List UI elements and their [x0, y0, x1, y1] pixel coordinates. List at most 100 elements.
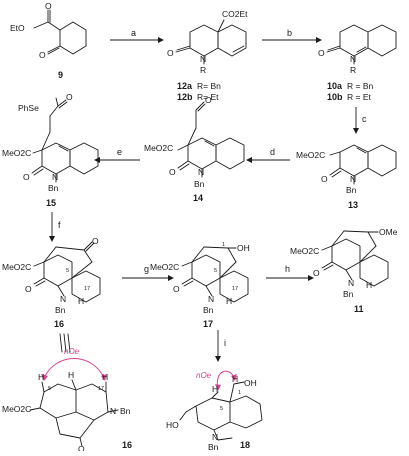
compound-17: OH 1 MeO2C O N Bn H 5 17 17 [150, 242, 250, 329]
c16b-locant-17: 17 [98, 386, 104, 392]
c16b-label-n: N [110, 406, 116, 416]
c9-label-eto: EtO [10, 23, 25, 33]
c18-number: 18 [240, 440, 250, 450]
c17-label-o: O [173, 284, 180, 294]
c16-label-h: H [78, 296, 84, 306]
c11-label-h: H [366, 280, 372, 290]
c18-label-h-b: H [232, 374, 238, 384]
c16-label-o: O [25, 284, 32, 294]
step-b: b [287, 28, 292, 38]
c16b-label-h-b: H [102, 372, 108, 382]
c17-locant-5: 5 [214, 268, 217, 274]
c18-label-bn: Bn [208, 442, 219, 451]
step-a: a [131, 28, 136, 38]
step-i: i [224, 338, 226, 348]
c14-label-o-aldehyde: O [205, 95, 212, 105]
c10-r-b: R = Et [347, 92, 371, 102]
c16b-noe-label: nOe [64, 347, 80, 356]
equivalence-sign [59, 333, 71, 353]
c10-r-a: R = Bn [347, 81, 373, 91]
c17-locant-1: 1 [222, 242, 225, 248]
c12-label-n: N [200, 54, 206, 64]
c11-label-n: N [348, 278, 354, 288]
compound-18: nOe H H OH 1 5 HO N Bn 18 [166, 370, 263, 452]
c17-locant-17: 17 [232, 286, 238, 292]
c18-locant-5: 5 [220, 406, 223, 412]
compound-14: O MeO2C O N Bn 14 [144, 95, 245, 203]
compound-9: O EtO O 9 [10, 1, 87, 80]
compound-16: O MeO2C O N Bn H 5 17 16 [2, 236, 101, 329]
c16b-number: 16 [122, 440, 132, 450]
c12-r-b: R= Et [197, 92, 219, 102]
step-e: e [117, 147, 122, 157]
c12-label-co2et: CO2Et [222, 9, 248, 19]
c15-label-phse: PhSe [18, 103, 39, 113]
compound-11: OMe MeO2C O N Bn H 11 [290, 227, 398, 314]
c15-label-n: N [52, 172, 58, 182]
c16-locant-5: 5 [66, 268, 69, 274]
c13-label-o: O [321, 174, 328, 184]
c12-r-a: R= Bn [197, 81, 221, 91]
c16-label-n: N [60, 294, 66, 304]
c14-label-n: N [198, 167, 204, 177]
c18-label-h-a: H [212, 384, 218, 394]
c13-label-bn: Bn [346, 185, 357, 195]
c17-label-oh: OH [237, 243, 250, 253]
c12-label-r: R [200, 65, 206, 75]
compound-13: MeO2C O N Bn 13 [296, 144, 397, 210]
c10-number-a: 10a [327, 81, 343, 91]
c16-label-bn: Bn [55, 305, 66, 315]
c17-number: 17 [203, 319, 213, 329]
c12-number-b: 12b [177, 92, 193, 102]
step-c: c [362, 114, 367, 124]
c17-label-bn: Bn [203, 305, 214, 315]
c14-number: 14 [193, 193, 203, 203]
c16-number: 16 [54, 319, 64, 329]
c11-label-ome: OMe [379, 227, 398, 237]
c14-label-meo2c: MeO2C [144, 143, 173, 153]
c10-number-b: 10b [327, 92, 343, 102]
c17-label-h: H [226, 296, 232, 306]
c16b-label-bn: Bn [120, 406, 131, 416]
c18-label-oh: OH [244, 378, 257, 388]
c17-label-n: N [208, 294, 214, 304]
step-h: h [285, 264, 290, 274]
c10-label-o: O [318, 48, 325, 58]
c17-label-meo2c: MeO2C [150, 262, 179, 272]
c10-label-r: R [350, 65, 356, 75]
c9-label-o-ester: O [45, 1, 52, 11]
c12-number-a: 12a [177, 81, 193, 91]
c16b-noe-arrow [43, 358, 105, 379]
c14-label-bn: Bn [194, 179, 205, 189]
c11-label-o: O [313, 268, 320, 278]
compound-12: CO2Et O N R 12a R= Bn 12b R= Et [167, 9, 248, 102]
compound-16-3d: nOe H H H 5 17 MeO2C O N Bn 16 [2, 347, 132, 454]
c16b-label-h-a: H [38, 372, 44, 382]
c11-label-meo2c: MeO2C [290, 246, 319, 256]
c15-label-o: O [23, 172, 30, 182]
c11-number: 11 [354, 304, 364, 314]
step-f: f [58, 220, 61, 230]
c15-label-meo2c: MeO2C [2, 148, 31, 158]
c9-label-o-ketone: O [39, 50, 46, 60]
step-g: g [144, 264, 149, 274]
c16b-label-meo2c: MeO2C [2, 404, 31, 414]
c12-label-o: O [167, 48, 174, 58]
compound-10: O N R 10a R = Bn 10b R = Et [318, 24, 397, 102]
c13-label-n: N [350, 174, 356, 184]
c16-locant-17: 17 [84, 286, 90, 292]
compound-15: PhSe O MeO2C O N Bn 15 [2, 92, 99, 208]
c15-label-o-ketone: O [66, 92, 73, 102]
c15-label-bn: Bn [48, 183, 59, 193]
c18-locant-1: 1 [238, 390, 241, 396]
c14-label-o: O [169, 167, 176, 177]
c16b-locant-5: 5 [48, 386, 51, 392]
c18-label-n: N [212, 432, 218, 442]
c13-number: 13 [348, 200, 358, 210]
c9-number: 9 [58, 70, 63, 80]
c15-number: 15 [46, 198, 56, 208]
c10-label-n: N [350, 54, 356, 64]
c13-label-meo2c: MeO2C [296, 150, 325, 160]
